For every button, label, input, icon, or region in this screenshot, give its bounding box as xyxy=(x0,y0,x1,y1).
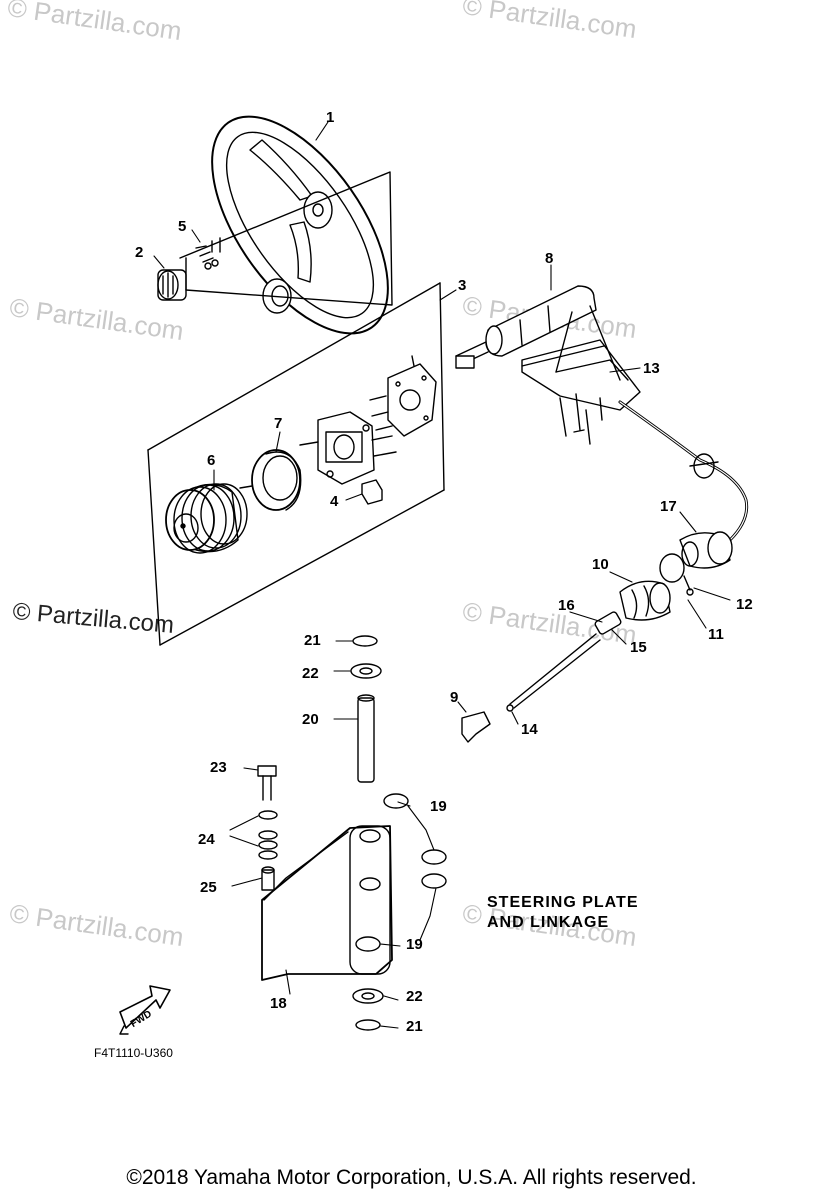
steering-cable-head xyxy=(455,285,597,369)
callout-7: 7 xyxy=(274,415,283,432)
callout-16: 16 xyxy=(558,597,575,614)
callout-15: 15 xyxy=(630,639,647,656)
ball-joint xyxy=(461,711,491,743)
helm-housing xyxy=(165,483,248,554)
washers-24 xyxy=(258,810,278,860)
callout-17: 17 xyxy=(660,498,677,515)
bezel-ring xyxy=(239,449,302,511)
steering-wheel xyxy=(211,115,389,335)
callout-6: 6 xyxy=(207,452,216,469)
callout-20: 20 xyxy=(302,711,319,728)
callout-11: 11 xyxy=(708,626,724,643)
callout-21-bottom: 21 xyxy=(406,1018,423,1035)
washer-21-top xyxy=(352,635,378,647)
bracket-block xyxy=(361,479,383,505)
callout-24: 24 xyxy=(198,831,215,848)
washer-22-top xyxy=(350,663,382,679)
callout-18: 18 xyxy=(270,995,287,1012)
collar-25 xyxy=(261,866,275,891)
diagram-title: STEERING PLATE AND LINKAGE xyxy=(487,893,639,933)
callout-22-bottom: 22 xyxy=(406,988,423,1005)
callout-21-top: 21 xyxy=(304,632,321,649)
screw-set xyxy=(195,237,221,270)
assembly-box xyxy=(147,282,445,646)
callout-5: 5 xyxy=(178,218,187,235)
boot-17 xyxy=(679,531,733,569)
title-line-2: AND LINKAGE xyxy=(487,914,610,931)
callout-19-bottom: 19 xyxy=(406,936,423,953)
cable-bracket xyxy=(521,305,641,445)
clamp-band xyxy=(659,553,694,596)
hub-nut xyxy=(157,269,187,301)
callout-4: 4 xyxy=(330,493,339,510)
callout-3: 3 xyxy=(458,277,467,294)
cable-run xyxy=(618,400,749,542)
callout-1: 1 xyxy=(326,109,335,126)
steering-plate xyxy=(261,825,393,981)
callout-13: 13 xyxy=(643,360,660,377)
pivot-pin xyxy=(357,694,375,783)
callout-8: 8 xyxy=(545,250,554,267)
helm-mechanism xyxy=(299,411,397,485)
callout-12: 12 xyxy=(736,596,753,613)
copyright-notice: ©2018 Yamaha Motor Corporation, U.S.A. A… xyxy=(126,1166,697,1189)
callout-2: 2 xyxy=(135,244,144,261)
callout-10: 10 xyxy=(592,556,609,573)
callout-25: 25 xyxy=(200,879,217,896)
callout-9: 9 xyxy=(450,689,459,706)
washer-21-bottom xyxy=(355,1019,381,1031)
washer-22-bottom xyxy=(352,988,384,1004)
bolt-23 xyxy=(257,765,277,801)
helm-back-plate xyxy=(369,355,437,437)
callout-22-top: 22 xyxy=(302,665,319,682)
callout-14: 14 xyxy=(521,721,538,738)
leader-lines xyxy=(153,121,731,1029)
diagram-code: F4T1110-U360 xyxy=(94,1046,173,1060)
title-line-1: STEERING PLATE xyxy=(487,894,639,911)
callout-19-top: 19 xyxy=(430,798,447,815)
boot-10 xyxy=(619,580,671,621)
cable-rod xyxy=(506,611,622,712)
callout-23: 23 xyxy=(210,759,227,776)
fwd-arrow xyxy=(119,985,171,1035)
